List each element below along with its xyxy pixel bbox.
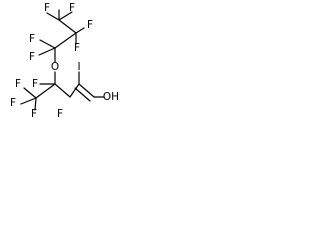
bond-alkene-double-b xyxy=(74,87,91,102)
atom-f1: F xyxy=(44,2,50,14)
atom-f5: F xyxy=(29,33,35,45)
bond-central-right xyxy=(54,83,71,98)
atom-f9: F xyxy=(10,97,16,109)
bond-cf3-lower-left xyxy=(20,97,37,105)
bond-f-top-right xyxy=(58,11,73,21)
chemical-structure: F F F F F F O I F F F F F OH xyxy=(10,2,119,120)
atom-f2: F xyxy=(69,2,75,14)
atom-f3: F xyxy=(87,19,93,31)
atom-f6: F xyxy=(29,51,35,63)
atom-f11: F xyxy=(57,108,63,120)
bond-cf3-lower-down xyxy=(34,97,37,111)
bond-cf2-lower-down xyxy=(38,47,56,56)
bond-cf3-top xyxy=(58,19,77,34)
atom-label-layer: F F F F F F O I F F F F F OH xyxy=(10,2,119,120)
bond-layer xyxy=(20,9,105,111)
bond-chain-down xyxy=(54,32,77,49)
bond-alkene-double-a xyxy=(78,83,95,98)
bond-central-to-cf3 xyxy=(35,83,56,99)
atom-f10: F xyxy=(31,108,37,120)
atom-f4: F xyxy=(74,42,80,54)
bond-alkene-1 xyxy=(69,83,80,98)
atom-f8: F xyxy=(15,78,21,90)
bond-f-top-left xyxy=(46,12,60,21)
bond-cf3-lower-up xyxy=(23,87,37,99)
bond-cf2-mid-right xyxy=(75,27,85,34)
atom-o1: O xyxy=(51,61,59,73)
atom-i1: I xyxy=(77,61,80,73)
bond-cf2-lower-right xyxy=(39,39,56,49)
atom-f7: F xyxy=(32,78,38,90)
atom-oh: OH xyxy=(103,91,119,103)
